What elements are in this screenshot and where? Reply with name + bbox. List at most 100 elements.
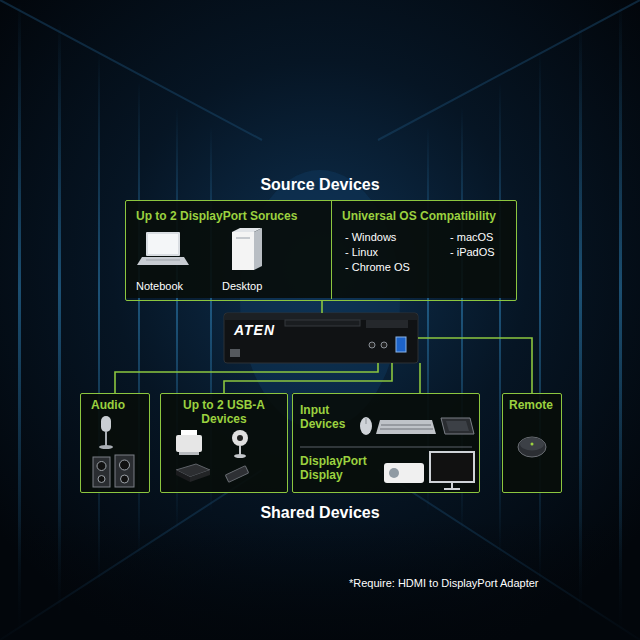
laptop-lid (146, 232, 180, 256)
speaker (93, 457, 110, 487)
connector-line (418, 338, 532, 393)
panel-fill (160, 393, 288, 493)
section-title: Shared Devices (0, 503, 640, 522)
usb-box: Up to 2 USB-A Devices (160, 393, 288, 493)
speaker-cone (97, 462, 106, 471)
footnote: *Require: HDMI to DisplayPort Adapter (349, 577, 539, 590)
keyboard-keys (381, 425, 431, 426)
laptop-base (137, 257, 189, 265)
monitor-base (444, 488, 460, 490)
webcam-lens (237, 435, 243, 441)
laptop-keys (146, 260, 180, 261)
section-divider (300, 447, 472, 448)
tower-side (254, 228, 262, 270)
flash-drive (225, 466, 248, 483)
tablet-pad (446, 421, 469, 431)
speaker-cone (121, 475, 129, 483)
box-heading: Input Devices (300, 403, 360, 432)
mouse-split (366, 418, 367, 424)
webcam-stand (239, 446, 241, 455)
os-item: - Windows (345, 231, 396, 244)
section-title: Source Devices (124, 175, 516, 194)
monitor (430, 452, 474, 482)
speaker-cone (120, 460, 130, 470)
panel-fill (80, 393, 150, 493)
panel-fill (125, 200, 517, 298)
desktop-icon (232, 228, 262, 270)
input-icons (360, 417, 474, 435)
connector-line (224, 363, 392, 393)
light-streak (98, 50, 100, 590)
switch-top (225, 314, 417, 320)
ceiling-line (378, 0, 640, 140)
input-display-box: Input DevicesDisplayPort Display (292, 393, 480, 493)
keyboard (376, 420, 436, 434)
printer-tray (179, 452, 199, 455)
ceiling-line (0, 0, 262, 140)
device-label: Desktop (222, 280, 262, 293)
os-item: - iPadOS (450, 246, 495, 259)
box-heading: Remote (509, 398, 553, 412)
laptop-screen (148, 234, 178, 254)
projector-lens (389, 468, 399, 478)
device-label: Notebook (136, 280, 183, 293)
floor-shade (0, 520, 640, 640)
panel-fill (502, 393, 562, 493)
panel-fill (292, 393, 480, 493)
usb-port (396, 337, 406, 352)
badge (230, 349, 240, 357)
audio-icons (93, 416, 134, 487)
connector-line (321, 301, 323, 313)
keyboard-keys (380, 429, 433, 430)
microphone-head (101, 416, 111, 432)
switch-body (224, 313, 418, 363)
os-item: - macOS (450, 231, 493, 244)
monitor-stand (451, 483, 453, 488)
audio-box: Audio (80, 393, 150, 493)
os-item: - Chrome OS (345, 261, 410, 274)
speaker (115, 455, 134, 487)
remote-top (520, 438, 544, 451)
box-fills (80, 200, 562, 493)
model-plate (366, 320, 408, 328)
speaker-cone (98, 476, 105, 483)
remote-box: Remote (502, 393, 562, 493)
notebook-icon (137, 232, 189, 265)
button-strip (285, 320, 360, 326)
os-section: Universal OS Compatibility- Windows- Lin… (332, 201, 515, 296)
connector-line (419, 363, 421, 393)
box-heading: Audio (91, 398, 125, 412)
section-heading: Up to 2 DisplayPort Soruces (136, 209, 297, 223)
remote-led (531, 443, 534, 446)
audio-jack (381, 342, 387, 348)
box-heading: DisplayPort Display (300, 454, 380, 483)
audio-jack (369, 342, 375, 348)
webcam-base (234, 454, 246, 458)
section-heading: Universal OS Compatibility (342, 209, 496, 223)
kvm-switch-node: ATEN (224, 313, 418, 363)
remote-puck (518, 437, 546, 457)
light-streak (539, 50, 541, 590)
brand-logo: ATEN (234, 322, 275, 339)
media-box-side (176, 470, 190, 482)
mouse (360, 417, 372, 435)
microphone-base (99, 445, 113, 449)
projector (384, 463, 424, 483)
source-panel: Source DevicesUp to 2 DisplayPort Soruce… (125, 200, 517, 301)
kvm-switch (224, 313, 418, 363)
remote-icon (518, 437, 546, 457)
light-streak (499, 80, 501, 560)
connector-line (115, 363, 378, 393)
usb-icons (176, 430, 249, 482)
microphone-stand (105, 432, 107, 446)
tower-slot (236, 237, 250, 239)
printer-body (176, 435, 202, 452)
display-icons (384, 452, 474, 490)
webcam-body (232, 430, 248, 446)
box-heading: Up to 2 USB-A Devices (169, 398, 279, 427)
